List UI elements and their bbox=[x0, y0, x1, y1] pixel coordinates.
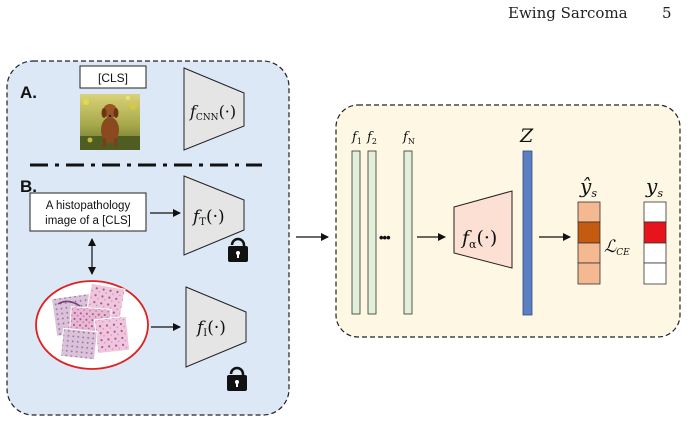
feature-label-n: fN bbox=[402, 130, 415, 146]
section-b-label: B. bbox=[20, 177, 37, 196]
feature-bar-1 bbox=[351, 150, 361, 315]
text-encoder-label: fT(·) bbox=[191, 207, 225, 228]
target-label: ys bbox=[645, 174, 663, 200]
loss-label: ℒCE bbox=[604, 237, 630, 258]
cls-token-text: [CLS] bbox=[98, 71, 128, 85]
prediction-vector bbox=[577, 201, 601, 285]
text-f: f bbox=[191, 207, 202, 227]
section-a-label: A. bbox=[20, 83, 37, 102]
cls-token-box bbox=[79, 65, 147, 89]
cnn-args: (·) bbox=[219, 102, 237, 121]
latent-bar bbox=[522, 150, 533, 316]
prompt-line-1: A histopathology bbox=[46, 200, 131, 212]
image-sub: I bbox=[203, 328, 207, 339]
image-args: (·) bbox=[207, 318, 226, 338]
left-panel bbox=[6, 60, 290, 416]
latent-label: Z bbox=[519, 125, 534, 147]
cnn-encoder-trapezoid bbox=[183, 67, 245, 151]
cnn-f: f bbox=[189, 102, 199, 121]
ellipsis: ••• bbox=[379, 230, 391, 245]
image-encoder-trapezoid bbox=[185, 286, 247, 368]
cnn-encoder-label: fCNN(·) bbox=[189, 102, 236, 123]
dog-photo bbox=[80, 94, 140, 150]
feature-bar-n bbox=[403, 150, 413, 315]
page-number: 5 bbox=[662, 4, 672, 22]
feature-bar-2 bbox=[367, 150, 377, 315]
feature-label-2: f2 bbox=[366, 130, 377, 146]
histopathology-tiles bbox=[50, 282, 131, 361]
text-args: (·) bbox=[206, 207, 225, 227]
text-encoder-trapezoid bbox=[183, 175, 245, 256]
prompt-line-2: image of a [CLS] bbox=[45, 215, 131, 227]
running-title: Ewing Sarcoma bbox=[508, 4, 628, 22]
projection-head-trapezoid bbox=[453, 190, 513, 269]
lock-icon bbox=[227, 366, 247, 391]
image-f: f bbox=[195, 318, 206, 338]
cnn-sub: CNN bbox=[196, 113, 219, 123]
lock-icon bbox=[228, 237, 248, 262]
prediction-label: ŷs bbox=[579, 174, 597, 200]
feature-label-1: f1 bbox=[351, 130, 362, 146]
projection-head-label: fα(·) bbox=[460, 227, 497, 251]
target-vector bbox=[643, 201, 667, 285]
prompt-box bbox=[29, 192, 147, 232]
image-encoder-label: fI(·) bbox=[195, 318, 226, 339]
text-sub: T bbox=[199, 217, 206, 228]
